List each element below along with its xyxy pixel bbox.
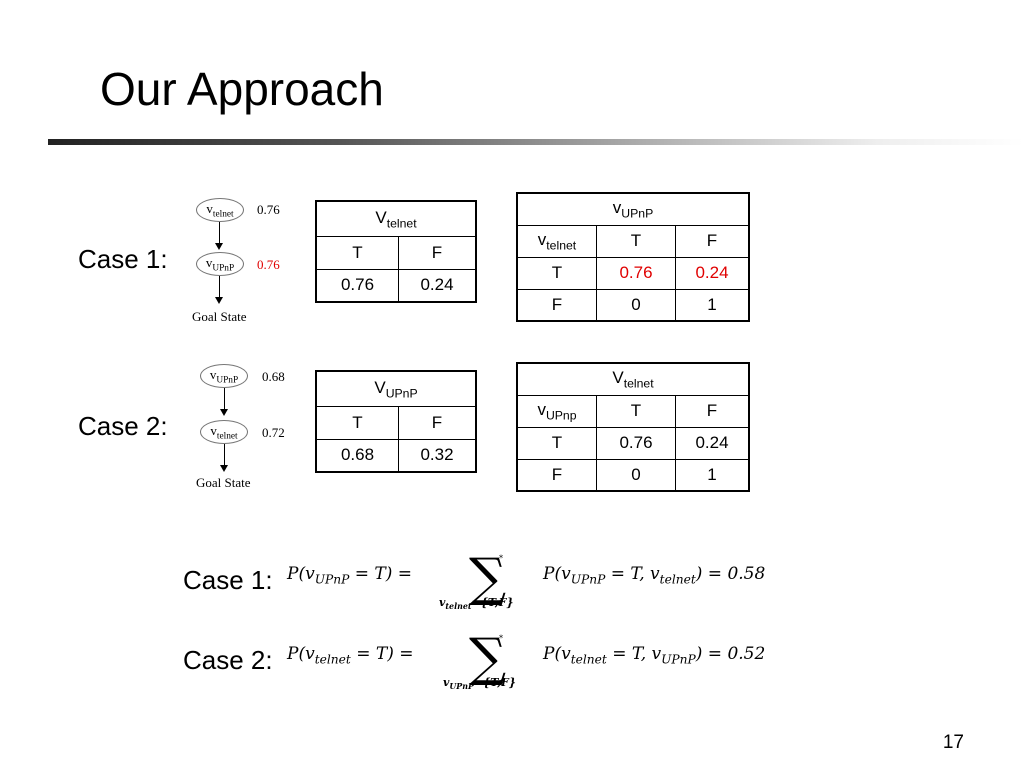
table-cell: 0.76 [315,268,399,303]
table-row: T 0.76 0.24 [516,256,750,290]
formula-case1: P(vUPnP = T) = * ∑ vtelnet={T,F} P(vUPnP… [287,552,817,618]
formula1-sum-symbol: ∑ [469,548,507,608]
table-cell: T [516,426,597,460]
table-cell: T [315,235,399,270]
formula1-label: Case 1: [183,565,273,595]
table-cell: 0.68 [315,438,399,473]
table-cell: 0.24 [398,268,477,303]
formula1-rhs: P(vUPnP = T, vtelnet) = 0.58 [543,564,766,587]
title-divider [48,139,1024,145]
table-cell: 1 [675,458,750,492]
case1-cpt-row-header: vtelnet [516,224,597,258]
formula2-sum-symbol: ∑ [469,628,507,688]
case2-node-upnp: vUPnP [200,364,248,388]
formula1-lhs: P(vUPnP = T) = [287,564,413,587]
case2-goal-state: Goal State [196,475,251,490]
case2-node-upnp-prob: 0.68 [262,369,285,384]
case1-arrow-2-head [215,297,223,304]
table-cell: 1 [675,288,750,322]
case2-cpt-row-header: vUPnp [516,394,597,428]
table-row: F 0 1 [516,288,750,322]
case2-arrow-1 [224,388,225,410]
case2-arrow-2 [224,444,225,466]
formula1-sum-upper: * [499,554,503,563]
case1-node-telnet: vtelnet [196,198,244,222]
table-cell: T [516,256,597,290]
formula2-sum-upper: * [499,634,503,643]
case1-prior-table: Vtelnet T F 0.76 0.24 [315,200,477,303]
case1-node-upnp: vUPnP [196,252,244,276]
table-cell: 0.76 [596,426,676,460]
table-cell: 0 [596,458,676,492]
case2-node-telnet: vtelnet [200,420,248,444]
formula-case2: P(vtelnet = T) = * ∑ vUPnP={T,F} P(vteln… [287,632,817,698]
table-cell: 0.76 [596,256,676,290]
table-cell: T [596,394,676,428]
case1-cpt-table: vUPnP vtelnet T F T 0.76 0.24 F 0 1 [516,192,750,322]
table-cell: 0 [596,288,676,322]
formula2-sum-lower: vUPnP={T,F} [443,676,516,692]
case1-arrow-2 [219,276,220,298]
formula2-label: Case 2: [183,645,273,675]
page-number: 17 [942,732,964,753]
table-row: F 0 1 [516,458,750,492]
case2-label: Case 2: [78,411,168,441]
case1-node-telnet-prob: 0.76 [257,202,280,217]
case1-node-upnp-prob: 0.76 [257,257,280,272]
case1-label: Case 1: [78,244,168,274]
case2-node-telnet-prob: 0.72 [262,425,285,440]
case1-cpt-header: vUPnP [516,192,750,226]
table-cell: F [675,394,750,428]
case1-prior-header: Vtelnet [315,200,477,237]
table-cell: F [398,405,477,440]
table-row: T 0.76 0.24 [516,426,750,460]
table-cell: 0.24 [675,256,750,290]
case1-arrow-1-head [215,243,223,250]
formula2-lhs: P(vtelnet = T) = [287,644,414,667]
formula1-sum-lower: vtelnet={T,F} [439,596,514,612]
table-cell: F [516,458,597,492]
case2-cpt-header: Vtelnet [516,362,750,396]
table-cell: T [315,405,399,440]
table-cell: 0.24 [675,426,750,460]
table-cell: F [516,288,597,322]
case2-arrow-2-head [220,465,228,472]
table-cell: F [675,224,750,258]
case2-arrow-1-head [220,409,228,416]
table-cell: F [398,235,477,270]
table-cell: 0.32 [398,438,477,473]
case2-cpt-table: Vtelnet vUPnp T F T 0.76 0.24 F 0 1 [516,362,750,492]
case2-prior-table: VUPnP T F 0.68 0.32 [315,370,477,473]
case1-arrow-1 [219,222,220,244]
formula2-rhs: P(vtelnet = T, vUPnP) = 0.52 [543,644,766,667]
table-cell: T [596,224,676,258]
case1-goal-state: Goal State [192,309,247,324]
case2-prior-header: VUPnP [315,370,477,407]
slide-title: Our Approach [100,63,384,115]
